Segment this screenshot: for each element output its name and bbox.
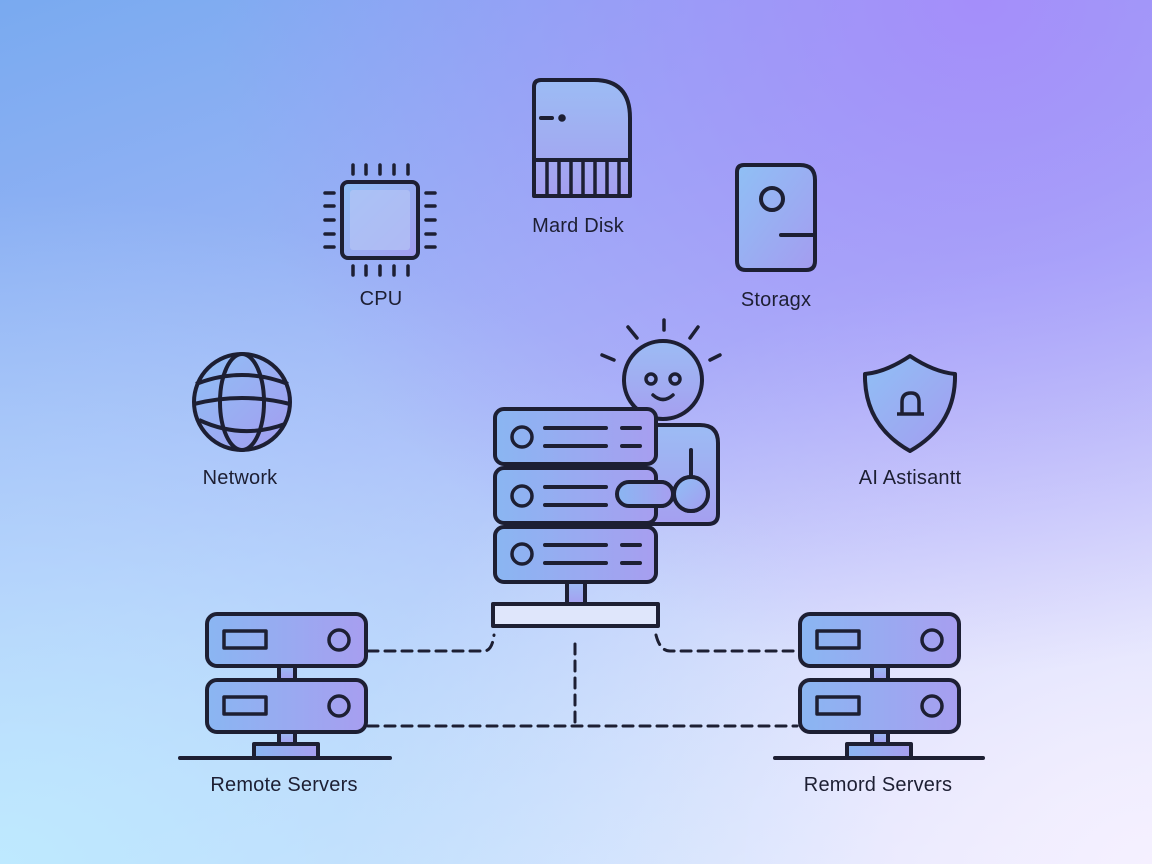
connection-right-top [654,633,799,653]
remote-servers-left-label: Remote Servers [210,774,358,796]
storage-label: Storagx [740,289,812,311]
ai-assistant-label: AI Astisantt [858,467,962,489]
server-rack-icon [491,407,710,628]
shield-lock-icon [862,354,958,453]
cpu-icon [323,163,437,277]
network-label: Network [202,467,278,489]
hard-disk-icon [532,78,632,198]
network-globe-icon [192,352,292,452]
hard-disk-label: Mard Disk [532,215,624,237]
connection-lines [366,633,799,728]
storage-icon [735,163,817,272]
remote-server-left-icon [178,612,392,760]
remote-servers-right-label: Remord Servers [803,774,953,796]
remote-server-right-icon [773,612,985,760]
cpu-label: CPU [359,288,403,310]
connection-left-top [366,633,496,653]
